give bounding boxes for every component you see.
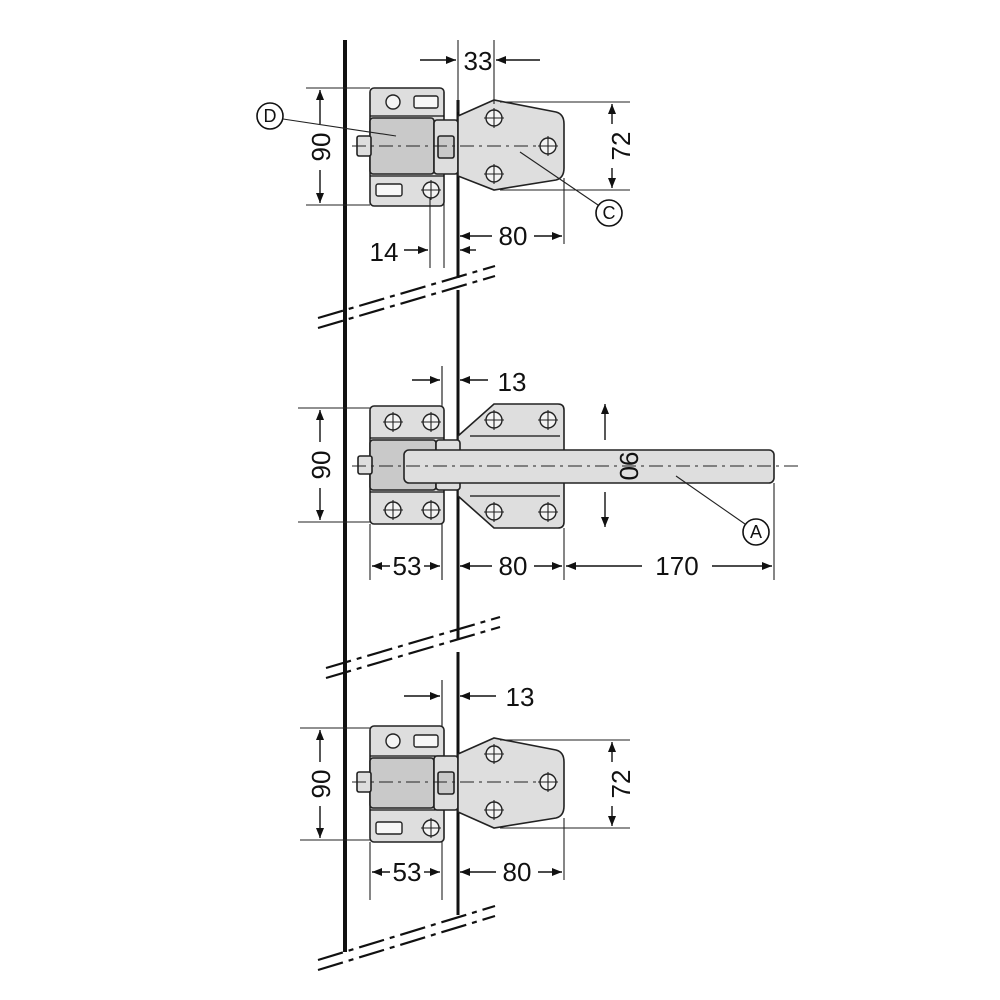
callout-c-bubble: [595, 199, 623, 227]
bottom-plate-slot-lower: [375, 821, 403, 835]
bottom-door-leaf: [457, 737, 565, 829]
top-plate-slot-lower: [375, 183, 403, 197]
middle-dim-53-label: 53: [393, 551, 422, 581]
middle-dim-90-label: 90: [306, 451, 336, 480]
top-hinge: 33 90 72 14 80 D C: [256, 40, 636, 268]
middle-dim-13-label: 13: [498, 367, 527, 397]
bottom-hinge-knuckle-inner: [437, 771, 455, 795]
callout-a-bubble: [742, 518, 770, 546]
top-door-leaf: [457, 99, 565, 191]
callout-a-leader: [675, 475, 746, 525]
break-line-2b: [325, 625, 501, 680]
top-dim-72-label: 72: [606, 132, 636, 161]
middle-dim-80-label: 80: [499, 551, 528, 581]
middle-hinge: 13 90 90 53 80 170 A: [298, 366, 802, 581]
break-line-2a: [325, 615, 501, 670]
callout-d-bubble: [256, 102, 284, 130]
bottom-plate-slot: [413, 734, 439, 748]
break-line-3b: [317, 914, 496, 972]
bottom-dim-80-label: 80: [503, 857, 532, 887]
top-plate-slot: [413, 95, 439, 109]
top-dim-80-label: 80: [499, 221, 528, 251]
middle-hinge-nose: [357, 455, 373, 475]
bottom-hinge: 13 90 72 53 80: [300, 680, 636, 900]
top-dim-33-label: 33: [464, 46, 493, 76]
bottom-dim-72-label: 72: [606, 770, 636, 799]
bottom-dim-13-label: 13: [506, 682, 535, 712]
top-dim-90-label: 90: [306, 133, 336, 162]
break-line-3a: [317, 904, 496, 962]
top-hinge-knuckle-inner: [437, 135, 455, 159]
bottom-dim-53-label: 53: [393, 857, 422, 887]
bottom-plate-hole: [385, 733, 401, 749]
bottom-dim-90-label: 90: [306, 770, 336, 799]
break-line-1b: [317, 274, 496, 330]
bottom-hinge-body: [369, 757, 435, 809]
callout-d-label: D: [264, 106, 277, 126]
callout-a-label: A: [750, 522, 762, 542]
break-line-1a: [317, 264, 496, 320]
top-plate-hole: [385, 94, 401, 110]
top-dim-14-label: 14: [370, 237, 399, 267]
middle-dim-170-label: 170: [655, 551, 698, 581]
callout-c-label: C: [603, 203, 616, 223]
callout-d-leader: [282, 118, 397, 137]
callout-c-leader: [519, 151, 599, 206]
middle-dim-bar-label: 90: [614, 452, 644, 481]
